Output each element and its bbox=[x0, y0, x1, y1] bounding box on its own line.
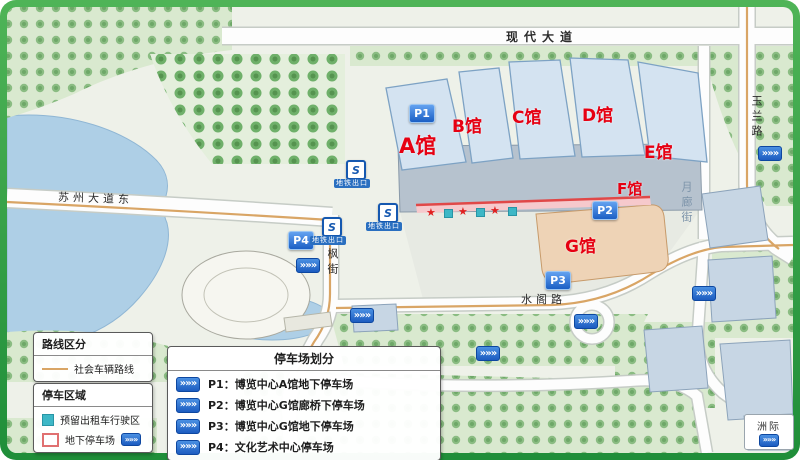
parking-marker-p1: P1 bbox=[409, 104, 435, 123]
underground-parking-swatch bbox=[42, 432, 59, 447]
road-suzhou-east bbox=[7, 189, 333, 226]
taxi-zone-swatch bbox=[42, 413, 54, 426]
legend-route-title: 路线区分 bbox=[34, 333, 152, 356]
hall-label-c: C馆 bbox=[512, 108, 542, 128]
hall-label-a: A馆 bbox=[399, 134, 437, 158]
road-label-suzhou-dadao-east: 苏州大道东 bbox=[57, 190, 134, 207]
road-label-shuige-road: 水阁路 bbox=[521, 293, 566, 306]
legend-parking-title: 停车场划分 bbox=[168, 347, 440, 371]
metro-icon: S bbox=[322, 217, 342, 237]
legend-row-social-route: 社会车辆路线 bbox=[42, 361, 144, 376]
hall-a-shape bbox=[385, 78, 467, 171]
legend-parking-box: 停车场划分 »»» P1：博览中心A馆地下停车场 »»» P2：博览中心G馆廊桥… bbox=[167, 346, 441, 460]
hall-b-shape bbox=[458, 67, 514, 164]
parking-entrance-icon: »»» bbox=[692, 286, 716, 301]
east-buildings bbox=[351, 185, 793, 451]
road-label-yuelang-street: 月廊街 bbox=[680, 181, 693, 226]
taxi-zone-marker bbox=[444, 209, 453, 218]
hall-c-shape bbox=[508, 59, 576, 160]
parking-entrance-icon: »»» bbox=[476, 346, 500, 361]
legend-zone-title: 停车区域 bbox=[34, 384, 152, 407]
parking-entrance-icon: »»» bbox=[176, 418, 200, 434]
taxi-strip-line bbox=[415, 195, 651, 207]
taxi-zone-marker bbox=[476, 208, 485, 217]
parking-entrance-icon: »»» bbox=[176, 376, 200, 392]
legend-row-label: P1：博览中心A馆地下停车场 bbox=[208, 378, 354, 391]
metro-icon: S bbox=[378, 203, 398, 223]
orchard-grid bbox=[150, 54, 345, 164]
hall-label-g: G馆 bbox=[565, 237, 596, 257]
parking-entrance-icon: »»» bbox=[758, 146, 782, 161]
park-top-left bbox=[7, 7, 232, 118]
taxi-star-icon: ★ bbox=[490, 204, 500, 217]
metro-exit-label: 地铁出口 bbox=[310, 236, 346, 245]
legend-row-p4: »»» P4：文化艺术中心停车场 bbox=[176, 439, 432, 455]
parking-entrance-icon: »»» bbox=[296, 258, 320, 273]
legend-row-label: P2：博览中心G馆廊桥下停车场 bbox=[208, 399, 365, 412]
hotel-label: 洲际 bbox=[757, 421, 781, 433]
taxi-star-icon: ★ bbox=[458, 205, 468, 218]
hall-e-shape bbox=[637, 61, 708, 163]
parking-entrance-icon: »»» bbox=[121, 433, 141, 446]
taxi-star-icon: ★ bbox=[426, 206, 436, 219]
parking-marker-p3: P3 bbox=[545, 271, 571, 290]
route-line-swatch bbox=[42, 367, 68, 370]
legend-row-label: P3：博览中心G馆地下停车场 bbox=[208, 420, 354, 433]
arts-center-ring bbox=[203, 267, 289, 323]
arts-center-pier bbox=[283, 311, 333, 333]
hall-label-b: B馆 bbox=[452, 117, 482, 137]
taxi-zone-marker bbox=[508, 207, 517, 216]
parking-entrance-icon: »»» bbox=[350, 308, 374, 323]
hall-label-e: E馆 bbox=[644, 143, 673, 163]
legend-row-p1: »»» P1：博览中心A馆地下停车场 bbox=[176, 376, 432, 392]
legend-row-label: 预留出租车行驶区 bbox=[60, 416, 140, 427]
expo-halls bbox=[385, 57, 708, 171]
road-label-yulan-road: 玉兰路 bbox=[750, 95, 763, 140]
hall-label-d: D馆 bbox=[582, 106, 614, 126]
hotel-building: 洲际 »»» bbox=[744, 414, 794, 450]
hall-d-shape bbox=[569, 57, 646, 158]
legend-row-label: 社会车辆路线 bbox=[74, 365, 134, 376]
legend-row-taxi-zone: 预留出租车行驶区 bbox=[42, 412, 144, 427]
metro-exit-label: 地铁出口 bbox=[366, 222, 402, 231]
legend-row-p2: »»» P2：博览中心G馆廊桥下停车场 bbox=[176, 397, 432, 413]
legend-row-p3: »»» P3：博览中心G馆地下停车场 bbox=[176, 418, 432, 434]
legend-route-box: 路线区分 社会车辆路线 bbox=[33, 332, 153, 382]
metro-exit-label: 地铁出口 bbox=[334, 179, 370, 188]
parking-marker-p2: P2 bbox=[592, 201, 618, 220]
metro-icon: S bbox=[346, 160, 366, 180]
parking-entrance-icon: »»» bbox=[759, 433, 779, 447]
road-label-xiandai-dadao: 现代大道 bbox=[506, 30, 579, 44]
arts-center-building bbox=[181, 250, 311, 340]
legend-row-underground: 地下停车场 »»» bbox=[42, 432, 144, 447]
parking-entrance-icon: »»» bbox=[176, 397, 200, 413]
legend-zone-box: 停车区域 预留出租车行驶区 地下停车场 »»» bbox=[33, 383, 153, 453]
parking-entrance-icon: »»» bbox=[176, 439, 200, 455]
legend-row-label: P4：文化艺术中心停车场 bbox=[208, 441, 334, 454]
hall-label-f: F馆 bbox=[617, 180, 643, 198]
legend-row-label: 地下停车场 bbox=[65, 436, 115, 447]
parking-entrance-icon: »»» bbox=[574, 314, 598, 329]
